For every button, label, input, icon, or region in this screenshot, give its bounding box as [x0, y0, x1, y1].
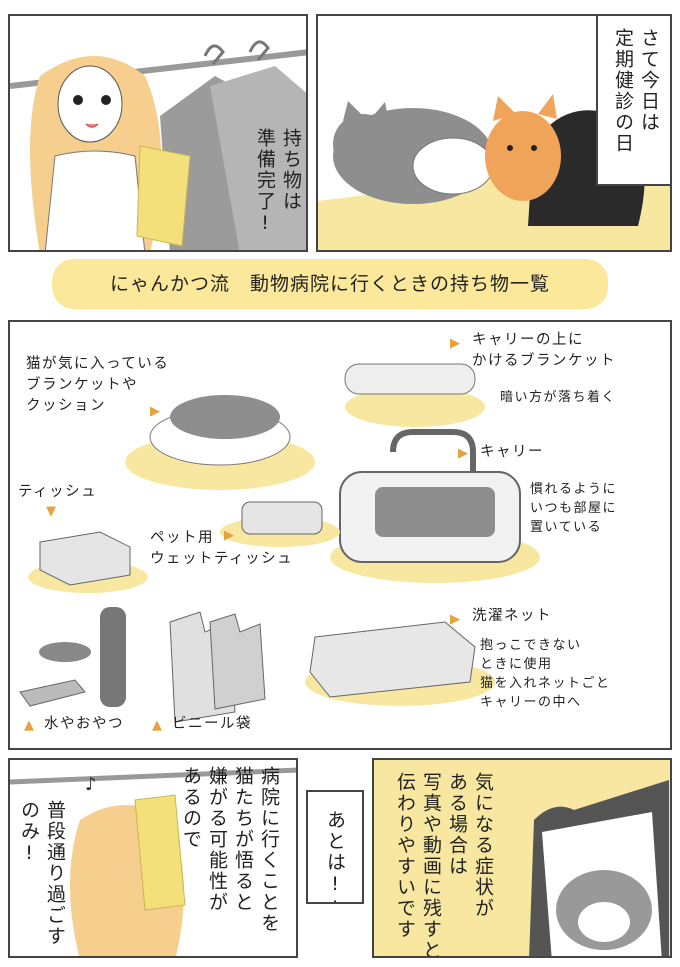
label-plastic-bag: ビニール袋 [172, 716, 252, 732]
cats-illustration [318, 94, 670, 250]
panel-girl-normal: ♪ 病院に行くことを 猫たちが悟ると 嫌がる可能性が あるので 普段通り過ごす … [8, 758, 298, 958]
label-laundry-net: 洗濯ネット [472, 608, 552, 624]
text-and-then: あとは!! [324, 810, 346, 904]
label-water-snack: 水やおやつ [44, 716, 124, 732]
panel-girl-packing: 持ち物は 準備完了! [8, 14, 308, 252]
caption-box: さて今日は 定期健診の日 [596, 16, 670, 186]
note-laundry-net: 抱っこできない ときに使用 猫を入れネットごと キャリーの中へ [480, 638, 611, 710]
marker-triangle: ▶ [150, 404, 160, 419]
panel-cats-sleeping: さて今日は 定期健診の日 [316, 14, 672, 252]
label-tissue: ティッシュ [18, 484, 98, 500]
girl-illustration [10, 40, 306, 250]
panel-and-then: あとは!! [306, 790, 364, 904]
text-record-symptoms: 気になる症状が ある場合は 写真や動画に残すと 伝わりやすいです [394, 772, 494, 958]
phone-illustration [374, 760, 670, 956]
speech-packing-done: 持ち物は 準備完了! [254, 128, 302, 236]
panel-items-list: 猫が気に入っている ブランケットや クッション ▶ ▶ キャリーの上に かけるブ… [8, 320, 672, 750]
marker-triangle: ▲ [24, 718, 34, 733]
items-list-title: にゃんかつ流 動物病院に行くときの持ち物一覧 [52, 259, 608, 309]
panel-phone-tip: 気になる症状が ある場合は 写真や動画に残すと 伝わりやすいです [372, 758, 672, 958]
label-carrier: キャリー [480, 444, 544, 460]
speech-act-normal: 普段通り過ごす のみ! [18, 800, 66, 947]
marker-triangle: ▶ [458, 446, 468, 461]
marker-triangle: ▼ [46, 504, 56, 519]
items-illustrations [19, 363, 540, 723]
note-carrier-blanket: 暗い方が落ち着く [500, 390, 617, 405]
narration-cats-sense: 病院に行くことを 猫たちが悟ると 嫌がる可能性が あるので [180, 766, 280, 934]
note-carrier: 慣れるように いつも部屋に 置いている [530, 482, 618, 535]
marker-triangle: ▶ [450, 612, 460, 627]
marker-triangle: ▲ [152, 718, 162, 733]
caption-checkup-day: さて今日は 定期健診の日 [612, 28, 660, 154]
label-blanket-cushion: 猫が気に入っている ブランケットや クッション [26, 356, 170, 414]
marker-triangle: ▶ [450, 336, 460, 351]
label-wet-tissue: ペット用 ウェットティッシュ [150, 530, 294, 567]
label-carrier-blanket: キャリーの上に かけるブランケット [472, 332, 616, 369]
svg-text:♪: ♪ [85, 774, 97, 795]
marker-triangle: ▶ [224, 528, 234, 543]
girl-back-illustration: ♪ [10, 767, 296, 956]
